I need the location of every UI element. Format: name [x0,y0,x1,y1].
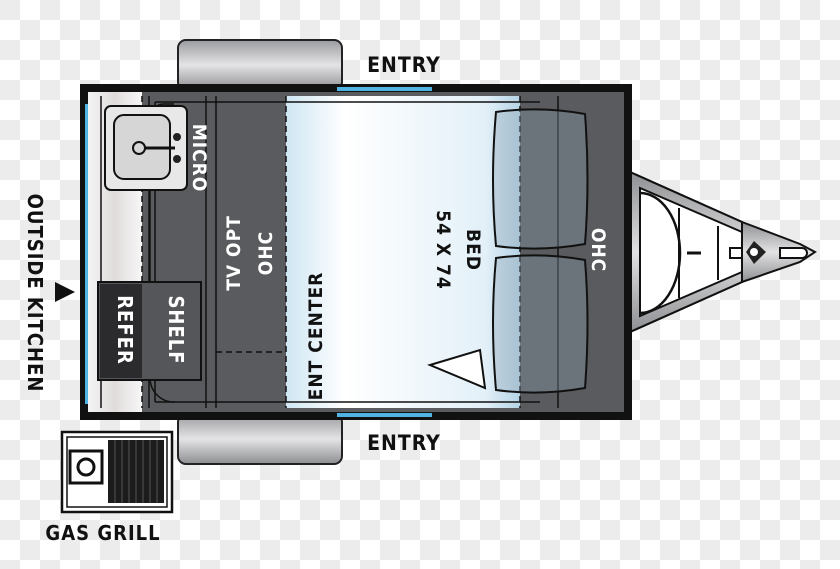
entry-door-top [337,87,432,91]
micro-label: MICRO [188,124,210,193]
bed-label: BED [462,229,484,271]
hitch-tongue [629,170,817,334]
ohc-left-label: OHC [255,231,277,275]
gas-grill-icon [60,430,174,514]
sink-icon [104,105,188,191]
outside-kitchen-label: OUTSIDE KITCHEN [23,194,47,393]
bed-cushions [492,108,589,394]
ohc-right-label: OHC [587,228,609,272]
bed-blanket-fold [427,348,487,390]
entry-label-top: ENTRY [367,53,441,77]
gas-grill-label: GAS GRILL [45,521,160,545]
ent-center-label: ENT CENTER [305,272,327,401]
bed-size-label: 54 X 74 [432,210,454,290]
shelf-label: SHELF [164,295,188,364]
tire-top [177,39,343,91]
refrigerator [100,284,142,378]
tire-bottom [177,413,343,465]
kitchen-door [85,104,88,404]
entry-door-bottom [337,413,432,417]
entry-label-bottom: ENTRY [367,431,441,455]
tv-opt-label: TV OPT [223,215,245,291]
kitchen-arrow-icon [55,282,75,302]
refer-label: REFER [113,295,137,365]
